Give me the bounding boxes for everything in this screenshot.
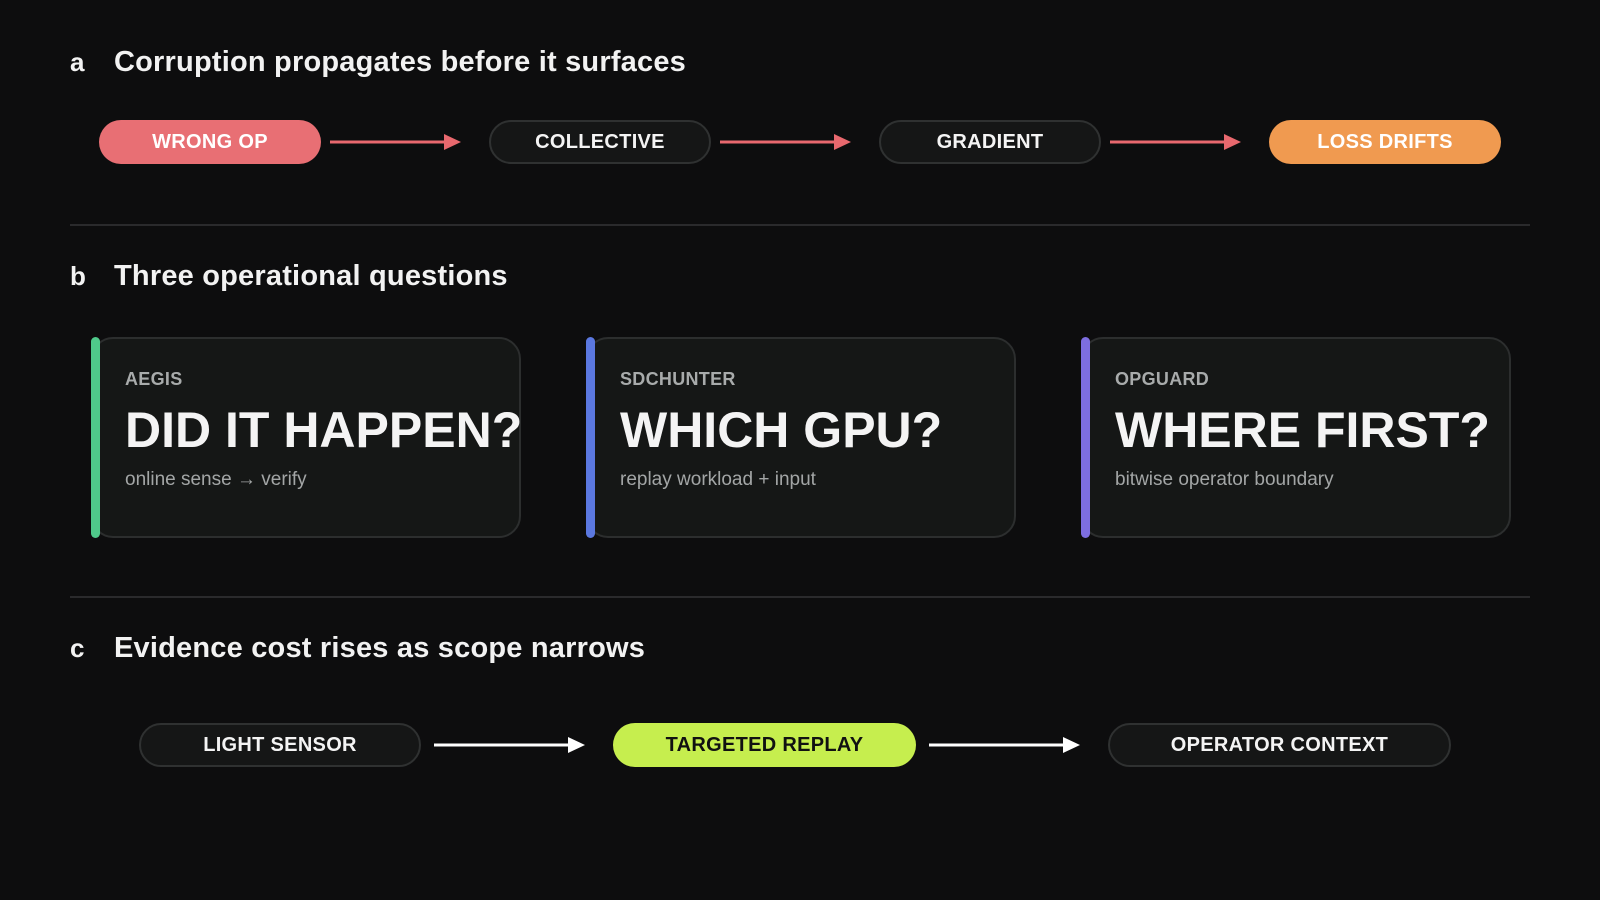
- node-operator-context: OPERATOR CONTEXT: [1108, 723, 1451, 767]
- card-aegis-tag: AEGIS: [125, 369, 183, 389]
- section-b-title: Three operational questions: [114, 260, 508, 292]
- card-opguard-detail: bitwise operator boundary: [1115, 469, 1334, 490]
- section-a-letter: a: [70, 47, 85, 77]
- arrow-a2: [720, 134, 851, 150]
- card-aegis-detail: online sense → verify: [125, 469, 307, 490]
- card-sdchunter-detail: replay workload + input: [620, 469, 816, 490]
- section-c-header: c Evidence cost rises as scope narrows: [70, 632, 645, 665]
- arrow-a1: [330, 134, 461, 150]
- node-loss-drifts-label: LOSS DRIFTS: [1317, 130, 1453, 153]
- divider-1: [70, 224, 1530, 226]
- card-sdchunter: SDCHUNTER WHICH GPU? replay workload + i…: [586, 337, 1016, 538]
- node-collective-label: COLLECTIVE: [535, 130, 665, 153]
- card-opguard: OPGUARD WHERE FIRST? bitwise operator bo…: [1081, 337, 1511, 538]
- node-operator-context-label: OPERATOR CONTEXT: [1170, 733, 1389, 756]
- card-aegis-question: DID IT HAPPEN?: [125, 402, 523, 458]
- section-c-title: Evidence cost rises as scope narrows: [114, 632, 646, 664]
- node-loss-drifts: LOSS DRIFTS: [1269, 120, 1501, 164]
- arrow-a3: [1110, 134, 1241, 150]
- card-sdchunter-accent: [586, 337, 595, 538]
- card-aegis-accent: [91, 337, 100, 538]
- card-sdchunter-tag: SDCHUNTER: [620, 369, 736, 389]
- section-a-title: Corruption propagates before it surfaces: [114, 46, 686, 78]
- node-targeted-replay-label: TARGETED REPLAY: [665, 733, 864, 756]
- section-a-header: a Corruption propagates before it surfac…: [70, 46, 686, 79]
- node-targeted-replay: TARGETED REPLAY: [613, 723, 916, 767]
- arrow-c1: [434, 737, 585, 753]
- node-wrong-op-label: WRONG OP: [152, 130, 268, 153]
- section-b-letter: b: [70, 261, 86, 291]
- node-light-sensor: LIGHT SENSOR: [139, 723, 421, 767]
- node-wrong-op: WRONG OP: [99, 120, 321, 164]
- node-gradient-label: GRADIENT: [936, 130, 1044, 153]
- card-aegis: AEGIS DID IT HAPPEN? online sense → veri…: [91, 337, 523, 538]
- node-collective: COLLECTIVE: [489, 120, 711, 164]
- node-light-sensor-label: LIGHT SENSOR: [203, 733, 357, 756]
- card-opguard-tag: OPGUARD: [1115, 369, 1210, 389]
- section-b-header: b Three operational questions: [70, 260, 508, 293]
- card-opguard-question: WHERE FIRST?: [1115, 402, 1490, 458]
- section-c-letter: c: [70, 633, 85, 663]
- node-gradient: GRADIENT: [879, 120, 1101, 164]
- card-sdchunter-question: WHICH GPU?: [620, 402, 943, 458]
- arrow-c2: [929, 737, 1080, 753]
- divider-2: [70, 596, 1530, 598]
- card-opguard-accent: [1081, 337, 1090, 538]
